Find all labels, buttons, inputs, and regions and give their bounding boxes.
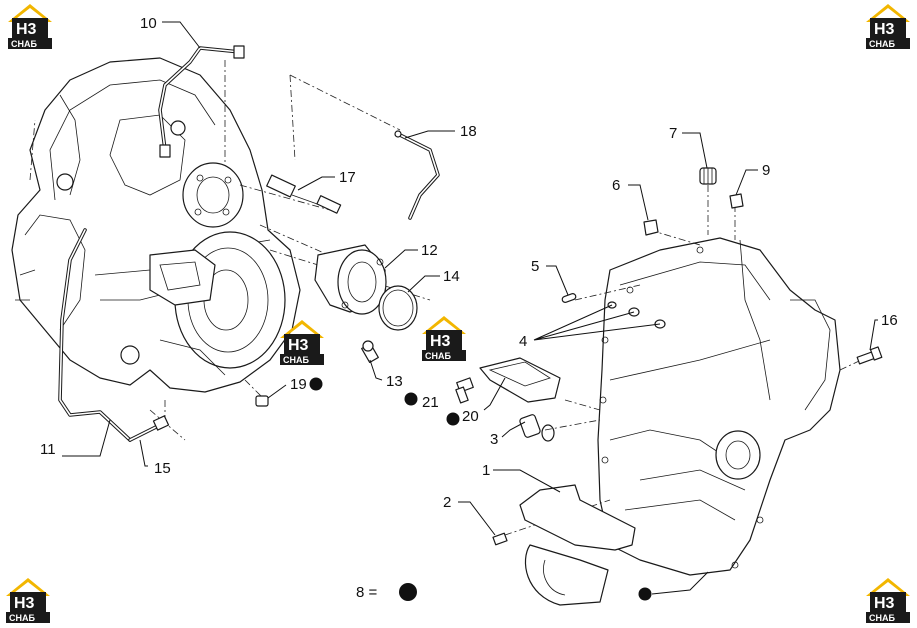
logo-top-left: Н3 СНАБ (8, 4, 52, 49)
callout-18: 18 (460, 123, 477, 140)
svg-text:Н3: Н3 (14, 595, 35, 612)
logo-center: Н3 СНАБ (422, 316, 466, 361)
callout-4: 4 (519, 333, 527, 350)
callout-21: 21 (422, 394, 439, 411)
svg-text:Н3: Н3 (288, 337, 309, 354)
speed-sensor-17 (266, 174, 342, 214)
o-ring-14 (378, 285, 418, 331)
leader-lines (62, 21, 878, 595)
callout-9: 9 (762, 162, 770, 179)
plug-6 (643, 219, 659, 236)
callout-14: 14 (443, 268, 460, 285)
plug-3 (519, 414, 555, 442)
legend: 8 = (356, 583, 417, 601)
svg-text:СНАБ: СНАБ (11, 39, 37, 49)
bolt-2 (492, 532, 508, 546)
bolt-13 (361, 340, 379, 364)
item-8-markers (309, 377, 652, 601)
logo-bottom-right: Н3 СНАБ (866, 578, 910, 623)
oil-pipe-10 (158, 45, 245, 158)
oil-pipe-15 (128, 415, 170, 442)
logo-bottom-left: Н3 СНАБ (6, 578, 50, 623)
callout-20: 20 (462, 408, 479, 425)
strainer-20 (479, 357, 561, 403)
marker-dot (638, 587, 652, 601)
svg-text:Н3: Н3 (16, 21, 37, 38)
svg-text:СНАБ: СНАБ (283, 355, 309, 365)
plug-9 (729, 193, 744, 209)
left-transmission-housing (11, 57, 301, 393)
callout-10: 10 (140, 15, 157, 32)
breather-7 (699, 167, 717, 185)
callout-15: 15 (154, 460, 171, 477)
dowel-pin-5 (561, 293, 577, 303)
marker-dot (446, 412, 460, 426)
svg-text:Н3: Н3 (874, 595, 895, 612)
marker-dot (404, 392, 418, 406)
logo-top-right: Н3 СНАБ (866, 4, 910, 49)
callout-16: 16 (881, 312, 898, 329)
logo-center-left: Н3 СНАБ (280, 320, 324, 365)
svg-text:Н3: Н3 (874, 21, 895, 38)
callout-7: 7 (669, 125, 677, 142)
svg-text:СНАБ: СНАБ (425, 351, 451, 361)
callout-12: 12 (421, 242, 438, 259)
oil-pan-1 (519, 484, 636, 606)
callout-6: 6 (612, 177, 620, 194)
callout-3: 3 (490, 431, 498, 448)
cover-12 (314, 244, 387, 315)
svg-text:СНАБ: СНАБ (9, 613, 35, 623)
svg-text:Н3: Н3 (430, 333, 451, 350)
bolt-16 (856, 346, 883, 365)
callout-1: 1 (482, 462, 490, 479)
callout-17: 17 (339, 169, 356, 186)
callout-13: 13 (386, 373, 403, 390)
callout-19: 19 (290, 376, 307, 393)
bolt-21 (455, 377, 474, 404)
legend-label: 8 = (356, 584, 378, 601)
right-transmission-housing (597, 237, 841, 576)
svg-text:СНАБ: СНАБ (869, 613, 895, 623)
callout-2: 2 (443, 494, 451, 511)
sensor-pipe-18 (394, 130, 440, 220)
oil-pipe-11 (58, 228, 132, 442)
marker-dot (309, 377, 323, 391)
plug-19 (255, 395, 269, 407)
callout-labels: 10 18 17 12 14 13 19 21 20 3 11 15 7 6 9… (40, 15, 898, 511)
callout-11: 11 (40, 441, 56, 458)
legend-dot (399, 583, 417, 601)
svg-text:СНАБ: СНАБ (869, 39, 895, 49)
callout-5: 5 (531, 258, 539, 275)
